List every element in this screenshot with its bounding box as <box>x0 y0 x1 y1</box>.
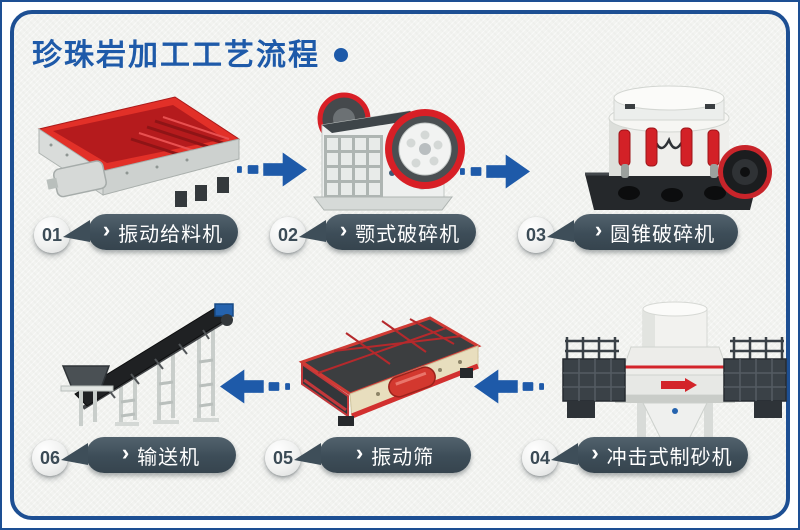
chevron-right-icon: › <box>591 440 600 465</box>
step-4: 04 › 冲击式制砂机 <box>522 437 754 477</box>
flow-arrow-right-1 <box>237 150 307 190</box>
step-2: 02 › 颚式破碎机 <box>270 214 482 254</box>
step-2-label: › 颚式破碎机 <box>299 214 476 250</box>
header: 珍珠岩加工工艺流程 <box>32 30 348 74</box>
step-6: 06 › 输送机 <box>32 437 242 477</box>
step-3-label-text: 圆锥破碎机 <box>610 223 716 246</box>
chevron-right-icon: › <box>339 217 349 242</box>
chevron-right-icon: › <box>121 440 131 465</box>
step-1-label: › 振动给料机 <box>63 214 238 250</box>
flow-arrow-left-1 <box>474 367 544 407</box>
step-5-label-text: 振动筛 <box>371 446 435 469</box>
step-5-label: › 振动筛 <box>294 437 471 473</box>
diagram-frame: 珍珠岩加工工艺流程 <box>10 10 790 520</box>
chevron-right-icon: › <box>102 217 112 242</box>
jaw-crusher-illustration <box>292 77 477 217</box>
step-6-label: › 输送机 <box>61 437 236 473</box>
page-title: 珍珠岩加工工艺流程 <box>32 39 320 72</box>
impact-sand-maker-illustration <box>557 297 792 447</box>
chevron-right-icon: › <box>355 440 365 465</box>
step-6-label-text: 输送机 <box>137 446 201 469</box>
step-4-label-text: 冲击式制砂机 <box>606 446 733 469</box>
vibrating-feeder-illustration <box>27 87 247 217</box>
vibrating-screen-illustration <box>290 302 490 432</box>
step-3-label: › 圆锥破碎机 <box>547 214 738 250</box>
step-1: 01 › 振动给料机 <box>34 214 244 254</box>
flow-arrow-left-2 <box>220 367 290 407</box>
step-5: 05 › 振动筛 <box>265 437 477 477</box>
step-2-label-text: 颚式破碎机 <box>355 223 461 246</box>
belt-conveyor-illustration <box>57 292 262 432</box>
step-1-label-text: 振动给料机 <box>118 223 224 246</box>
step-3: 03 › 圆锥破碎机 <box>518 214 744 254</box>
cone-crusher-illustration <box>567 72 777 217</box>
flow-arrow-right-2 <box>460 152 530 192</box>
title-dot-icon <box>334 48 348 62</box>
step-4-label: › 冲击式制砂机 <box>551 437 748 473</box>
chevron-right-icon: › <box>594 217 604 242</box>
